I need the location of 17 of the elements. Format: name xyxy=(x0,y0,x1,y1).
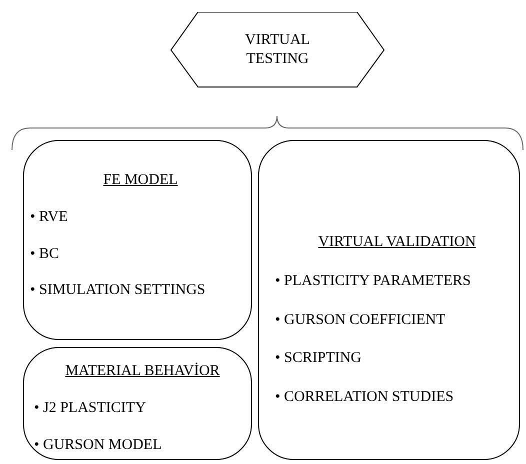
bullet-item: • GURSON MODEL xyxy=(34,436,163,454)
bullet-item: • J2 PLASTICITY xyxy=(34,398,147,418)
bullet-item: • SIMULATION SETTINGS xyxy=(30,281,206,300)
heading: FE MODEL xyxy=(103,171,178,190)
heading: VIRTUAL VALIDATION xyxy=(318,233,476,252)
heading: VIRTUAL TESTING xyxy=(244,31,311,69)
bullet-item: • CORRELATION STUDIES xyxy=(275,388,455,407)
rounded-box xyxy=(23,347,252,460)
hexagon-shape xyxy=(170,12,385,88)
bullet-item: • GURSON COEFFICIENT xyxy=(275,310,446,330)
bullet-item: • BC xyxy=(30,244,60,264)
heading: MATERIAL BEHAVİOR xyxy=(65,362,220,381)
rounded-box xyxy=(258,140,520,460)
rounded-box xyxy=(23,140,252,340)
bullet-item: • SCRIPTING xyxy=(275,349,363,368)
bullet-item: • PLASTICITY PARAMETERS xyxy=(275,272,472,290)
bullet-item: • RVE xyxy=(30,208,69,226)
